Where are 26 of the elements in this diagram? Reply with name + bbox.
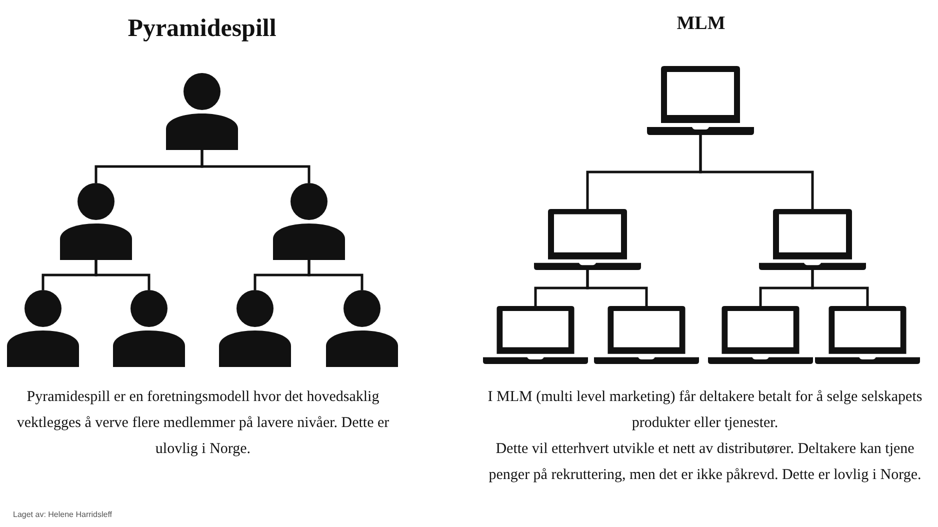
laptop-icon bbox=[708, 306, 813, 364]
connector-line bbox=[94, 260, 150, 290]
laptop-icon bbox=[534, 209, 641, 270]
description-text: Dette vil etterhvert utvikle et nett av distributører. Deltakere kan tjene penger på rekruttering, men det er ikke påkrevd. Dette er lovlig i Norge. bbox=[488, 440, 922, 485]
person-icon bbox=[166, 73, 238, 150]
credit-text: Laget av: Helene Harridsleff bbox=[13, 510, 112, 520]
person-icon bbox=[60, 183, 132, 260]
connector-line bbox=[308, 260, 364, 290]
person-icon bbox=[7, 290, 79, 367]
description-text: I MLM (multi level marketing) får deltakere betalt for å selge selskapets produkter eller tjenester. bbox=[486, 388, 924, 433]
connector-line bbox=[200, 150, 310, 183]
laptop-icon bbox=[647, 66, 754, 135]
connector-line bbox=[586, 270, 648, 306]
heading: MLM bbox=[676, 13, 726, 35]
connector-line bbox=[811, 270, 869, 306]
connector-line bbox=[699, 135, 814, 209]
person-icon bbox=[326, 290, 398, 367]
person-icon bbox=[113, 290, 185, 367]
laptop-icon bbox=[483, 306, 588, 364]
person-icon bbox=[273, 183, 345, 260]
laptop-icon bbox=[759, 209, 866, 270]
laptop-icon bbox=[815, 306, 920, 364]
person-icon bbox=[219, 290, 291, 367]
description-text: Pyramidespill er en foretningsmodell hvor det hovedsaklig vektlegges å verve flere medlemmer på lavere nivåer. Dette er ulovlig i Norge. bbox=[16, 388, 390, 459]
heading: Pyramidespill bbox=[126, 15, 278, 43]
laptop-icon bbox=[594, 306, 699, 364]
